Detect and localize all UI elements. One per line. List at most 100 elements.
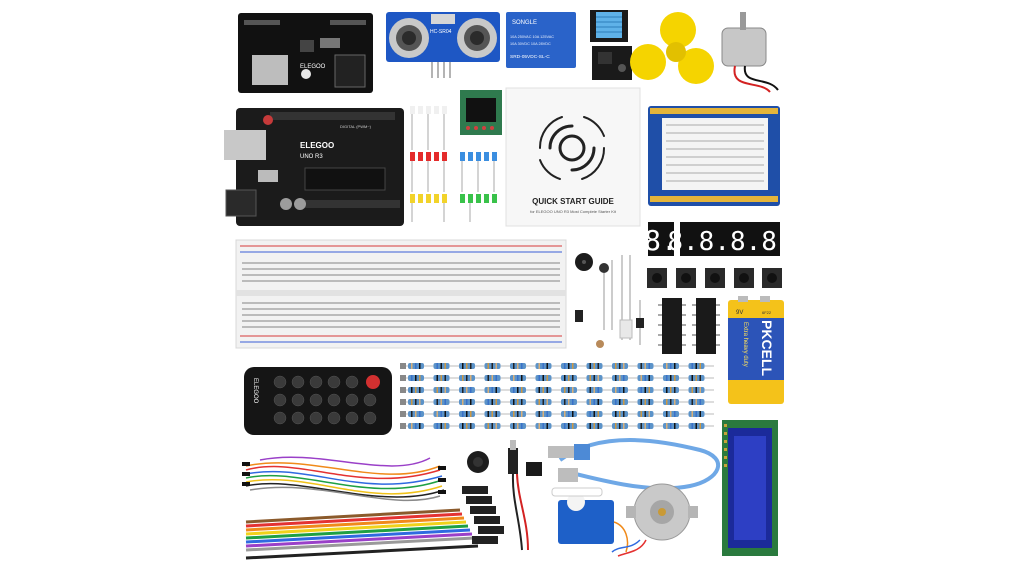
- resistor-band: [674, 411, 676, 417]
- resistor-band: [542, 375, 544, 381]
- resistor-band: [572, 411, 574, 417]
- resistor-band: [568, 399, 570, 405]
- resistor-band: [517, 363, 519, 369]
- resistor-band: [415, 375, 417, 381]
- resistor-band: [538, 375, 540, 381]
- resistor-band: [589, 375, 591, 381]
- resistor-band: [491, 411, 493, 417]
- resistor-band: [572, 423, 574, 429]
- resistor-band: [564, 423, 566, 429]
- resistor-band: [670, 375, 672, 381]
- resistor-band: [572, 363, 574, 369]
- resistor-band: [666, 399, 668, 405]
- resistor-band: [419, 399, 421, 405]
- resistor-band: [695, 411, 697, 417]
- resistor-band: [589, 411, 591, 417]
- resistor-band: [491, 375, 493, 381]
- resistor-band: [572, 375, 574, 381]
- resistor-band: [546, 399, 548, 405]
- resistor-band: [648, 411, 650, 417]
- resistor-band: [491, 363, 493, 369]
- resistor-band: [648, 387, 650, 393]
- resistor-band: [615, 387, 617, 393]
- resistor-band: [564, 375, 566, 381]
- resistor-band: [597, 399, 599, 405]
- resistor-band: [619, 363, 621, 369]
- resistor-band: [695, 399, 697, 405]
- resistor-band: [462, 375, 464, 381]
- resistor-band: [695, 423, 697, 429]
- resistor-tag: [400, 399, 406, 405]
- resistor-band: [615, 399, 617, 405]
- resistor-band: [691, 375, 693, 381]
- resistor-band: [466, 399, 468, 405]
- resistor-band: [487, 411, 489, 417]
- resistor-band: [495, 399, 497, 405]
- resistor-band: [436, 399, 438, 405]
- prototype-shield: [648, 106, 780, 206]
- resistor-band: [470, 375, 472, 381]
- resistor-band: [436, 387, 438, 393]
- resistor-band: [521, 411, 523, 417]
- resistor-band: [487, 399, 489, 405]
- resistor-band: [419, 375, 421, 381]
- resistor-band: [666, 411, 668, 417]
- resistor-band: [691, 399, 693, 405]
- buzzer: [575, 253, 593, 271]
- resistor-band: [440, 423, 442, 429]
- resistor-band: [666, 375, 668, 381]
- ir-receiver-module: [592, 46, 632, 80]
- resistor-band: [415, 363, 417, 369]
- dc-motor: [721, 12, 779, 93]
- ribbon-connectors: [462, 486, 504, 544]
- ic-chips: [658, 298, 720, 354]
- resistor-band: [542, 387, 544, 393]
- resistor-tag: [400, 387, 406, 393]
- resistor-band: [568, 387, 570, 393]
- resistor-band: [640, 423, 642, 429]
- resistor-band: [644, 399, 646, 405]
- resistor-band: [691, 387, 693, 393]
- resistor-band: [419, 411, 421, 417]
- resistor-band: [623, 423, 625, 429]
- battery-note: 6F22: [762, 310, 772, 315]
- resistor-band: [670, 423, 672, 429]
- resistor-band: [674, 399, 676, 405]
- resistor-band: [444, 363, 446, 369]
- resistor-band: [691, 423, 693, 429]
- resistor-band: [444, 411, 446, 417]
- relay-spec-1: 10A 250VAC 10A 125VAC: [510, 35, 554, 39]
- resistor-band: [521, 423, 523, 429]
- resistor-band: [695, 363, 697, 369]
- resistor-band: [546, 423, 548, 429]
- resistor-band: [466, 363, 468, 369]
- resistor-band: [444, 423, 446, 429]
- resistor-band: [670, 363, 672, 369]
- resistor-band: [597, 387, 599, 393]
- resistor-band: [546, 411, 548, 417]
- relay-module: SONGLE 10A 250VAC 10A 125VAC 10A 30VDC 1…: [506, 12, 576, 68]
- resistor-band: [542, 411, 544, 417]
- uno-model: UNO R3: [300, 154, 323, 160]
- resistor-band: [699, 399, 701, 405]
- resistor-band: [564, 363, 566, 369]
- resistor-band: [513, 411, 515, 417]
- resistor-band: [513, 363, 515, 369]
- resistor-band: [666, 387, 668, 393]
- resistor-band: [597, 375, 599, 381]
- resistor-band: [589, 363, 591, 369]
- usb-b-port: [224, 130, 266, 160]
- resistor-band: [466, 375, 468, 381]
- resistor-band: [589, 399, 591, 405]
- resistor-band: [674, 363, 676, 369]
- resistor-band: [415, 399, 417, 405]
- resistor-band: [513, 387, 515, 393]
- resistor-band: [666, 423, 668, 429]
- resistor-band: [513, 399, 515, 405]
- resistor-band: [568, 423, 570, 429]
- guide-title: QUICK START GUIDE: [532, 197, 614, 206]
- resistor-band: [615, 375, 617, 381]
- resistor-band: [521, 363, 523, 369]
- relay-spec-2: 10A 30VDC 10A 28VDC: [510, 42, 551, 46]
- resistor-band: [619, 375, 621, 381]
